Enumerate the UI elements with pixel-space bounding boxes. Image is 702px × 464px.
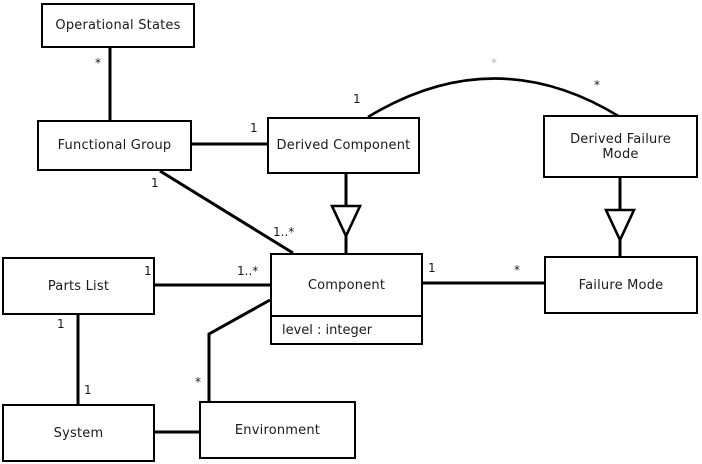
multiplicity-functional-group-component-near: 1 [151, 176, 159, 190]
class-name-parts-list: Parts List [47, 278, 110, 294]
multiplicity-parts-list-system-top: 1 [57, 317, 65, 331]
class-box-component[interactable]: Component level : integer [270, 253, 423, 345]
class-name-operational-states: Operational States [55, 18, 181, 33]
class-box-derived-failure-mode[interactable]: Derived Failure Mode [543, 115, 698, 178]
class-attribute-component-level: level : integer [272, 315, 421, 343]
class-name-functional-group: Functional Group [57, 138, 172, 153]
multiplicity-derived-failure-mode-arc-end: * [594, 78, 600, 92]
multiplicity-component-failure-mode-far: * [514, 263, 520, 277]
multiplicity-operational-states-functional-group: * [95, 56, 101, 70]
multiplicity-environment-component: * [195, 375, 201, 389]
class-box-system[interactable]: System [2, 404, 155, 462]
class-box-failure-mode[interactable]: Failure Mode [544, 256, 698, 314]
class-box-functional-group[interactable]: Functional Group [37, 120, 192, 171]
class-name-derived-component: Derived Component [276, 138, 411, 153]
multiplicity-derived-component-arc-start: 1 [353, 92, 361, 106]
class-box-environment[interactable]: Environment [199, 401, 356, 459]
connector-functional-group-component [159, 169, 294, 255]
class-name-derived-failure-mode: Derived Failure Mode [570, 131, 671, 162]
multiplicity-arc-apex: * [491, 56, 497, 70]
class-box-operational-states[interactable]: Operational States [41, 3, 195, 48]
multiplicity-functional-group-component-far: 1..* [273, 225, 295, 239]
multiplicity-parts-list-component-far: 1..* [237, 264, 259, 278]
class-box-derived-component[interactable]: Derived Component [267, 117, 420, 174]
class-name-environment: Environment [234, 422, 321, 438]
class-name-system: System [53, 425, 104, 441]
multiplicity-parts-list-component-near: 1 [144, 264, 152, 278]
generalization-triangle-component-icon [329, 204, 363, 240]
multiplicity-component-failure-mode-near: 1 [428, 261, 436, 275]
class-name-failure-mode: Failure Mode [578, 277, 664, 293]
connector-derived-component-derived-failure-mode [367, 77, 621, 119]
class-box-parts-list[interactable]: Parts List [2, 257, 155, 315]
multiplicity-parts-list-system-bottom: 1 [84, 383, 92, 397]
multiplicity-functional-group-derived-component: 1 [250, 121, 258, 135]
connector-environment-component [207, 298, 271, 401]
class-name-component: Component [307, 277, 386, 293]
generalization-triangle-failure-mode-icon [603, 208, 637, 244]
